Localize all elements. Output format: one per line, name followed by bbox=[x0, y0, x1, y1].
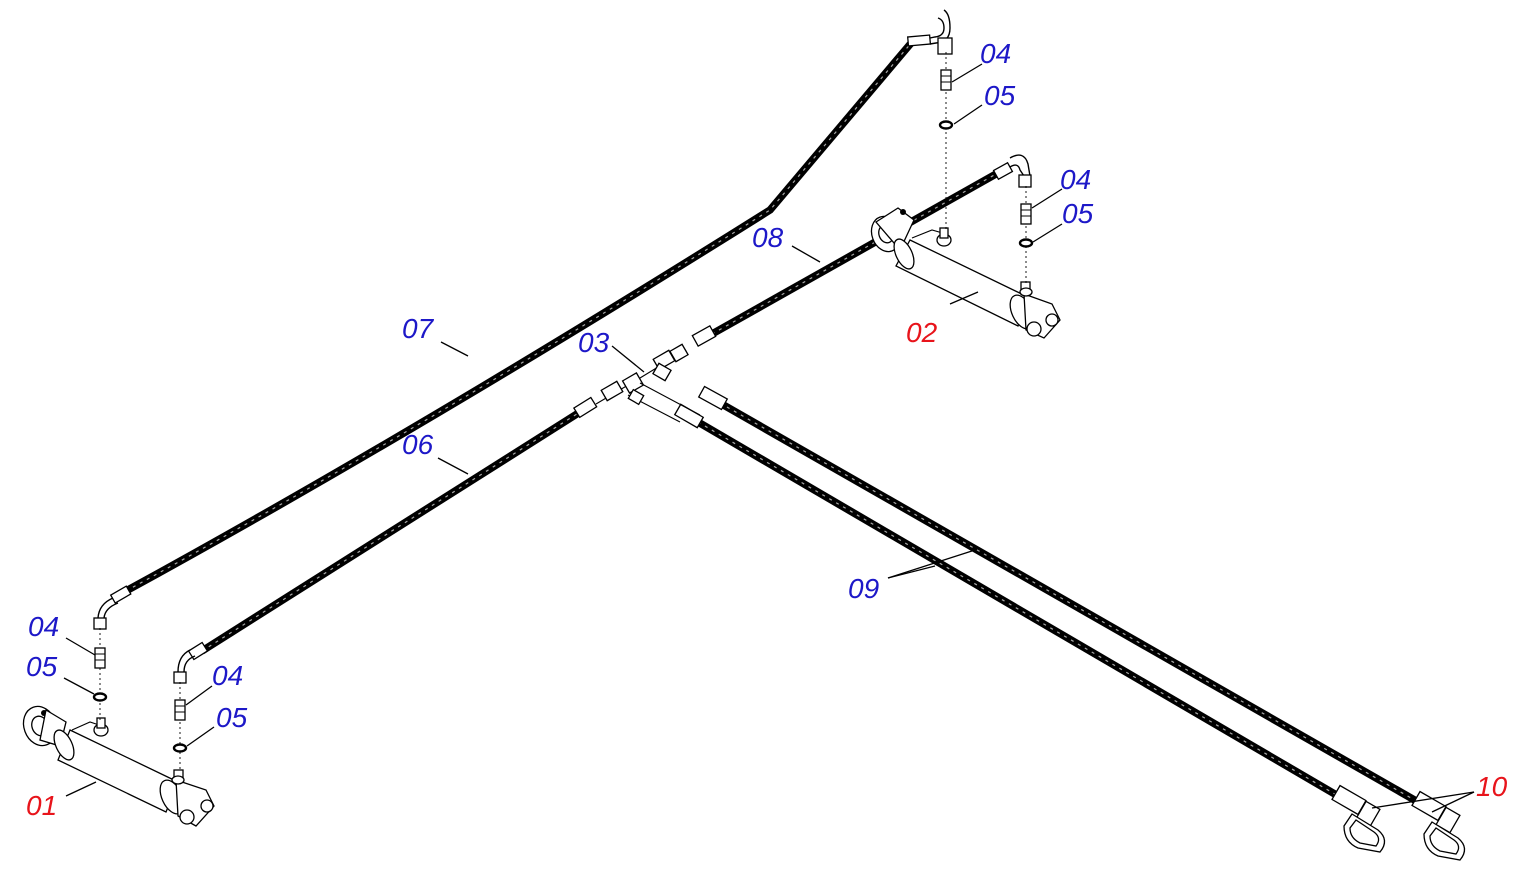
label-10: 10 bbox=[1476, 771, 1508, 802]
adapter-and-seal-stack-cyl01-right bbox=[172, 682, 188, 772]
label-07: 07 bbox=[402, 313, 435, 344]
label-03: 03 bbox=[578, 327, 610, 358]
label-05-cyl01-left: 05 bbox=[26, 651, 58, 682]
label-09: 09 bbox=[848, 573, 879, 604]
label-02: 02 bbox=[906, 317, 938, 348]
label-01: 01 bbox=[26, 790, 57, 821]
label-05-cyl02-top: 05 bbox=[984, 80, 1016, 111]
leader-lines bbox=[63, 63, 1475, 813]
label-04-cyl01-right: 04 bbox=[212, 660, 243, 691]
label-05-cyl02-bottom: 05 bbox=[1062, 198, 1094, 229]
hydraulic-cylinder-02 bbox=[870, 207, 1061, 339]
tee-fitting-03 bbox=[595, 343, 701, 423]
label-04-cyl01-left: 04 bbox=[28, 611, 59, 642]
label-04-cyl02-bottom: 04 bbox=[1060, 164, 1091, 195]
label-08: 08 bbox=[752, 222, 784, 253]
label-04-cyl02-top: 04 bbox=[980, 38, 1011, 69]
hose-07 bbox=[93, 9, 953, 630]
hydraulic-cylinder-01 bbox=[22, 705, 215, 827]
adapter-and-seal-stack-cyl01-left bbox=[92, 628, 108, 720]
hose-09-upper bbox=[697, 385, 1427, 810]
label-06: 06 bbox=[402, 429, 434, 460]
hose-09-lower bbox=[673, 403, 1347, 804]
quick-coupler-10-left bbox=[1331, 784, 1386, 853]
quick-coupler-10-right bbox=[1411, 790, 1466, 861]
adapter-and-seal-stack-cyl02-bottom bbox=[1018, 186, 1034, 284]
hose-08 bbox=[691, 154, 1032, 347]
adapter-and-seal-stack-cyl02-top bbox=[938, 52, 954, 232]
label-05-cyl01-right: 05 bbox=[216, 702, 248, 733]
callout-labels: 04 05 04 05 08 07 03 02 06 09 04 05 04 0… bbox=[26, 38, 1508, 821]
hose-06 bbox=[173, 396, 598, 684]
